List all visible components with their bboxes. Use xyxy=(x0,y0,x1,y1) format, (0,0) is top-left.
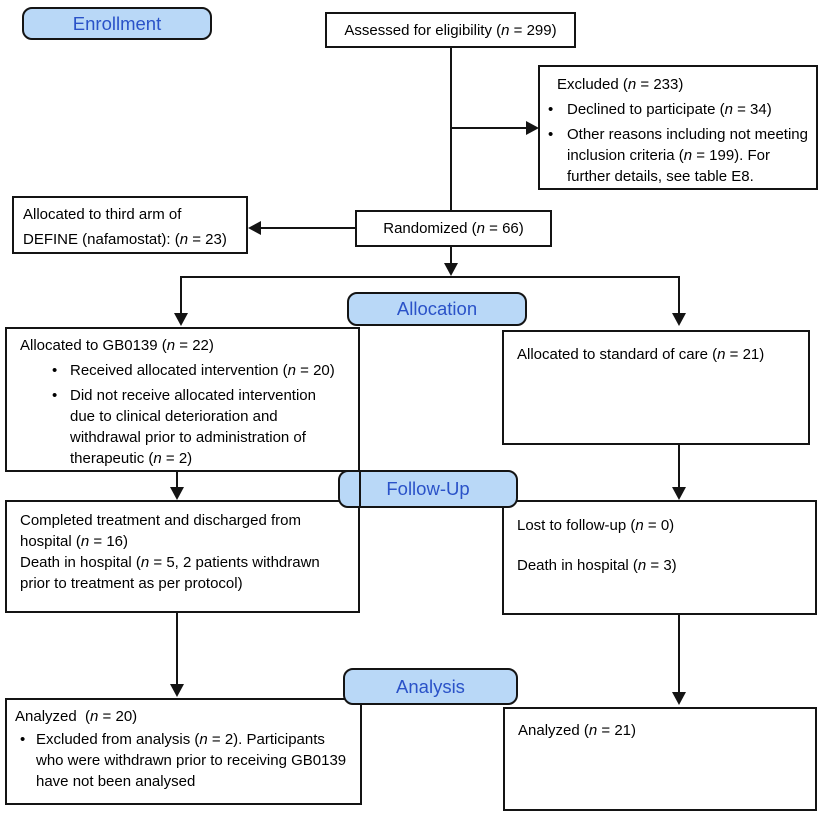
analyzed-gb0139-title: Analyzed (n = 20) xyxy=(15,708,138,725)
arrowhead-down xyxy=(672,313,686,326)
allocated-standard-care-text: Allocated to standard of care (n = 21) xyxy=(517,346,765,363)
randomized-text: Randomized (n = 66) xyxy=(383,220,524,237)
third-arm-box: Allocated to third arm of DEFINE (nafamo… xyxy=(12,196,248,254)
followup-stage-band: Follow-Up xyxy=(338,470,518,508)
analysis-stage-band: Analysis xyxy=(343,668,518,705)
connector-line xyxy=(180,278,182,314)
connector-line xyxy=(359,471,361,508)
lost-to-followup-text: Lost to follow-up (n = 0) xyxy=(517,517,675,534)
allocation-stage-label: Allocation xyxy=(396,298,478,319)
analyzed-standard-care-text: Analyzed (n = 21) xyxy=(518,722,636,739)
allocated-gb0139-title: Allocated to GB0139 (n = 22) xyxy=(20,337,214,354)
arrowhead-down xyxy=(444,263,458,276)
enrollment-stage-label: Enrollment xyxy=(72,12,162,34)
followup-gb0139-box: Completed treatment and discharged from … xyxy=(5,500,360,613)
followup-stage-label: Follow-Up xyxy=(386,478,470,499)
randomized-box: Randomized (n = 66) xyxy=(355,210,552,247)
excluded-title: Excluded (n = 233) xyxy=(557,76,684,93)
connector-line xyxy=(176,472,178,488)
followup-standard-care-box: Lost to follow-up (n = 0) Death in hospi… xyxy=(502,500,817,615)
connector-line xyxy=(260,227,355,229)
assessed-eligibility-text: Assessed for eligibility (n = 299) xyxy=(344,21,557,39)
connector-line xyxy=(450,247,452,265)
arrowhead-down xyxy=(174,313,188,326)
arrowhead-down xyxy=(672,487,686,500)
allocated-gb0139-item: Received allocated intervention (n = 20) xyxy=(52,360,342,381)
connector-line xyxy=(451,127,526,129)
allocated-standard-care-box: Allocated to standard of care (n = 21) xyxy=(502,330,810,445)
enrollment-stage-band: Enrollment xyxy=(22,7,212,40)
connector-line xyxy=(678,445,680,488)
arrowhead-left xyxy=(248,221,261,235)
excluded-reasons-list: Declined to participate (n = 34) Other r… xyxy=(548,99,808,187)
allocated-gb0139-item: Did not receive allocated intervention d… xyxy=(52,385,342,469)
arrowhead-right xyxy=(526,121,539,135)
third-arm-text-line: Allocated to third arm of xyxy=(23,206,182,223)
allocated-gb0139-box: Allocated to GB0139 (n = 22) Received al… xyxy=(5,327,360,472)
analyzed-gb0139-box: Analyzed (n = 20) Excluded from analysis… xyxy=(5,698,362,805)
connector-line xyxy=(678,615,680,693)
analyzed-gb0139-list: Excluded from analysis (n = 2). Particip… xyxy=(20,729,354,792)
assessed-eligibility-box: Assessed for eligibility (n = 299) xyxy=(325,12,576,48)
third-arm-text-line: DEFINE (nafamostat): (n = 23) xyxy=(23,231,227,248)
connector-line xyxy=(450,48,452,210)
excluded-box: Excluded (n = 233) Declined to participa… xyxy=(538,65,818,190)
analyzed-gb0139-item: Excluded from analysis (n = 2). Particip… xyxy=(20,729,354,792)
followup-gb0139-text-line: Death in hospital (n = 5, 2 patients wit… xyxy=(20,554,320,592)
connector-line xyxy=(176,613,178,684)
allocation-stage-band: Allocation xyxy=(347,292,527,326)
connector-line xyxy=(180,276,680,278)
arrowhead-down xyxy=(672,692,686,705)
death-in-hospital-text: Death in hospital (n = 3) xyxy=(517,557,677,574)
followup-gb0139-text-line: Completed treatment and discharged from … xyxy=(20,512,301,550)
analysis-stage-label: Analysis xyxy=(396,675,465,697)
connector-line xyxy=(678,278,680,314)
arrowhead-down xyxy=(170,684,184,697)
allocated-gb0139-list: Received allocated intervention (n = 20)… xyxy=(52,360,350,469)
arrowhead-down xyxy=(170,487,184,500)
excluded-reason-item: Other reasons including not meeting incl… xyxy=(548,124,808,187)
excluded-reason-item: Declined to participate (n = 34) xyxy=(548,99,808,120)
analyzed-standard-care-box: Analyzed (n = 21) xyxy=(503,707,817,811)
